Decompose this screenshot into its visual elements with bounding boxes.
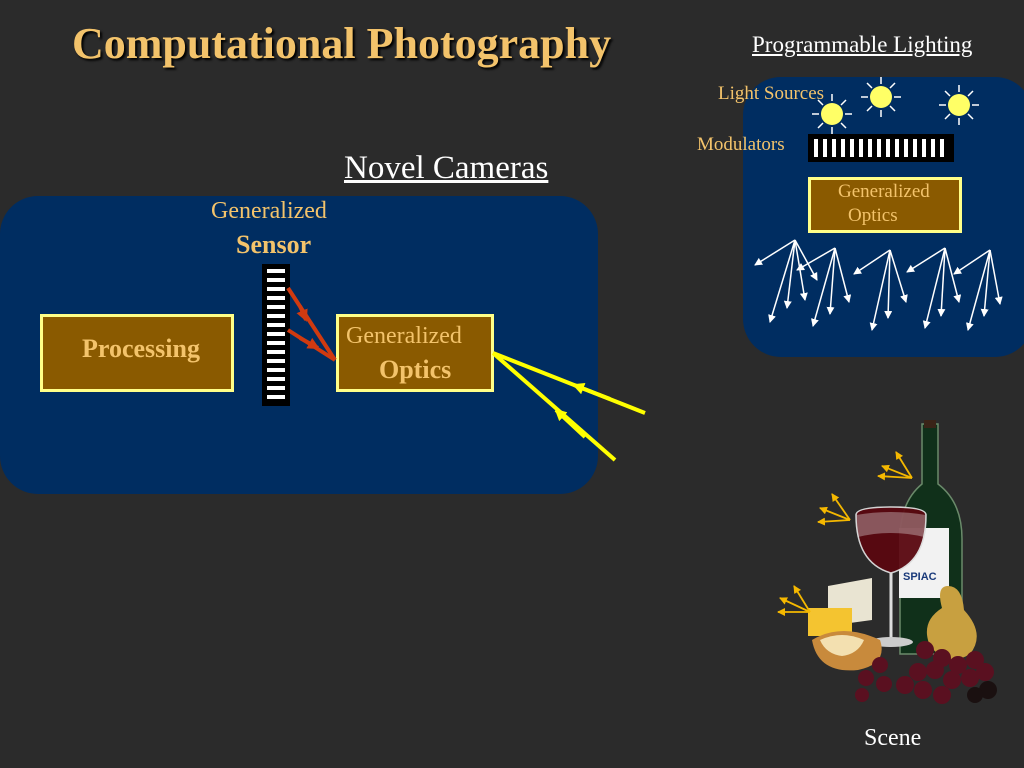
- lighting-optics-label-optics: Optics: [848, 205, 898, 226]
- scene-reflection-rays: [777, 451, 913, 616]
- sun-icon: [812, 94, 852, 134]
- novel-cameras-heading: Novel Cameras: [344, 150, 549, 186]
- svg-text:SPIAC: SPIAC: [903, 571, 937, 583]
- slide-title: Computational Photography: [72, 19, 612, 68]
- processing-label: Processing: [82, 334, 200, 363]
- modulators-label: Modulators: [697, 134, 785, 155]
- sensor-rays: [286, 286, 337, 362]
- scene-illustration: SPIAC: [808, 420, 997, 704]
- generalized-optics-box: [336, 314, 494, 392]
- sun-icon: [939, 85, 979, 125]
- sensor-strip: [262, 264, 290, 406]
- programmable-lighting-heading: Programmable Lighting: [752, 32, 973, 57]
- optics-label-generalized: Generalized: [346, 323, 462, 349]
- scene-label: Scene: [864, 725, 922, 751]
- sensor-label-sensor: Sensor: [236, 230, 312, 259]
- optics-label-optics: Optics: [379, 355, 452, 384]
- sun-icon: [861, 77, 901, 117]
- light-source-icons: [812, 77, 979, 134]
- light-sources-label: Light Sources: [718, 83, 825, 104]
- processing-box: [40, 314, 234, 392]
- incoming-light-rays: [491, 351, 646, 462]
- modulator-strip: [808, 134, 954, 162]
- sensor-label-generalized: Generalized: [211, 198, 327, 224]
- lighting-optics-box: [808, 177, 962, 233]
- lighting-optics-label-generalized: Generalized: [838, 181, 930, 202]
- emitted-light-rays: [754, 239, 1003, 331]
